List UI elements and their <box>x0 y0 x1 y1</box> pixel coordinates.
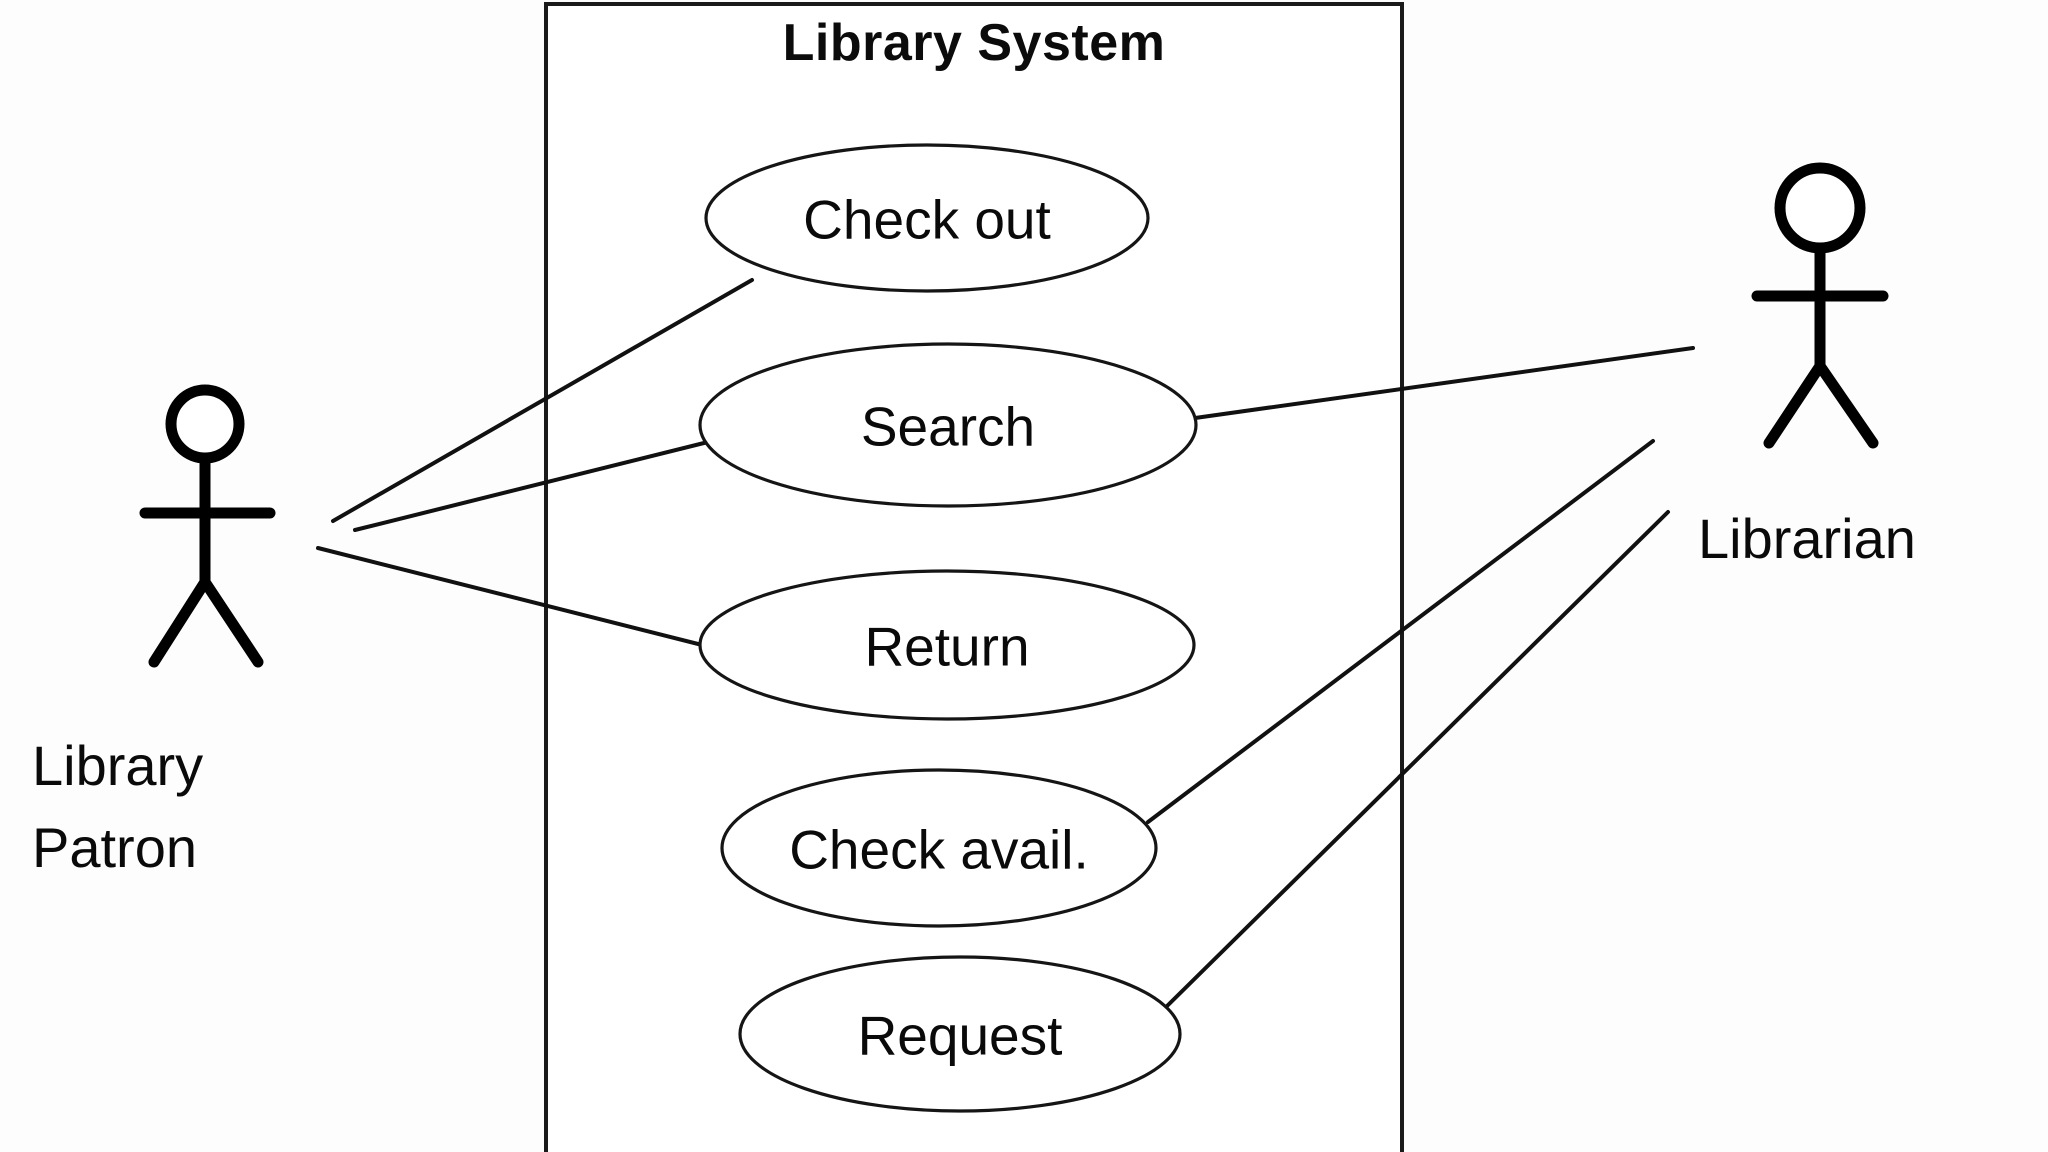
use-case-ellipse[interactable] <box>738 955 1182 1113</box>
use-case-ellipse[interactable] <box>698 569 1196 721</box>
stick-figure-icon <box>1751 162 1889 449</box>
actor-right-leg-line <box>199 576 264 668</box>
use-case-return[interactable]: Return <box>698 569 1196 721</box>
actor-left-leg-line <box>1763 360 1826 449</box>
association-request-librarian[interactable] <box>1161 510 1670 1012</box>
actor-label-line-1: Library <box>32 734 203 797</box>
association-patron-search[interactable] <box>353 438 718 532</box>
actor-label-line-1: Librarian <box>1698 507 1916 570</box>
use-case-label: Return <box>864 616 1029 678</box>
use-case-check-avail[interactable]: Check avail. <box>720 768 1158 928</box>
use-case-label: Check out <box>803 189 1051 251</box>
actor-librarian[interactable]: Librarian <box>1698 162 1916 570</box>
association-patron-return[interactable] <box>316 546 716 650</box>
stick-figure-icon <box>139 384 276 668</box>
use-case-label: Request <box>858 1005 1063 1067</box>
actor-left-leg-line <box>148 576 211 668</box>
use-case-ellipse[interactable] <box>720 768 1158 928</box>
association-check-avail-librarian[interactable] <box>1146 439 1655 824</box>
use-case-ellipse[interactable] <box>698 342 1198 508</box>
use-case-label: Search <box>861 396 1035 458</box>
actor-head-icon <box>165 384 245 464</box>
use-case-request[interactable]: Request <box>738 955 1182 1113</box>
use-case-label: Check avail. <box>789 819 1089 881</box>
association-search-librarian[interactable] <box>1186 346 1695 421</box>
use-case-check-out[interactable]: Check out <box>704 143 1150 293</box>
association-patron-check-out[interactable] <box>331 278 754 523</box>
actor-library-patron[interactable]: Library Patron <box>32 384 276 879</box>
association-lines <box>316 278 1695 1012</box>
use-case-search[interactable]: Search <box>698 342 1198 508</box>
use-case-ellipse[interactable] <box>704 143 1150 293</box>
actor-head-icon <box>1774 162 1866 254</box>
system-boundary-title: Library System <box>783 14 1166 72</box>
actor-label-line-2: Patron <box>32 816 197 879</box>
actor-right-leg-line <box>1814 360 1879 449</box>
